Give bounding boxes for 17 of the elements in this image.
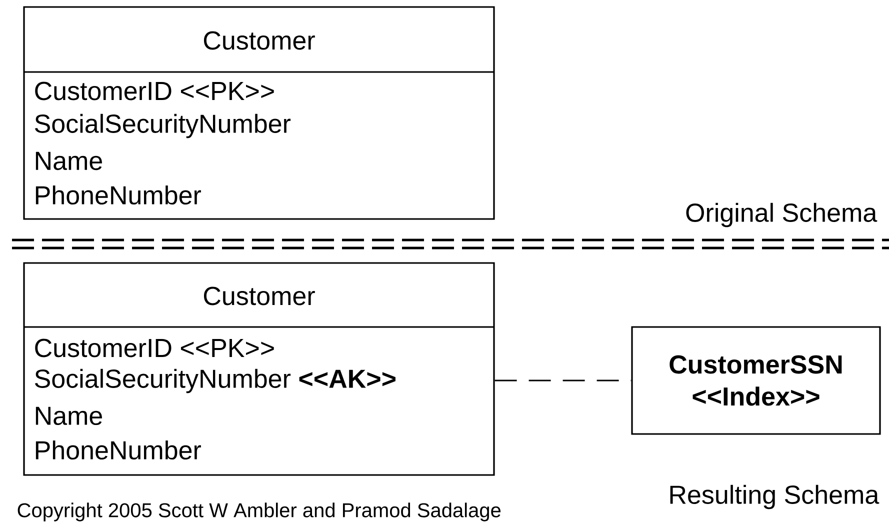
schema-caption: Resulting Schema	[670, 484, 880, 510]
attribute-text: CustomerID <<PK>>	[35, 82, 274, 100]
attribute-text: PhoneNumber	[36, 440, 201, 460]
copyright-note: Copyright 2005 Scott W Ambler and Pramod Sadalage	[18, 502, 501, 522]
attribute-text: PhoneNumber	[36, 185, 201, 205]
class-box	[23, 262, 495, 476]
index-name: CustomerSSN <<Index>>	[670, 355, 842, 406]
attribute-text: Name	[36, 152, 102, 170]
index-box	[631, 326, 881, 435]
class-name: Customer	[204, 286, 315, 306]
class-name: Customer	[204, 31, 315, 50]
attribute-text: SocialSecurityNumber <<AK>>	[34, 368, 396, 394]
schema-caption: Original Schema	[686, 202, 878, 228]
attribute-text: SocialSecurityNumber	[34, 114, 291, 138]
attribute-text: Name	[36, 406, 102, 426]
attribute-text: CustomerID <<PK>>	[35, 338, 274, 358]
class-box	[23, 6, 495, 220]
